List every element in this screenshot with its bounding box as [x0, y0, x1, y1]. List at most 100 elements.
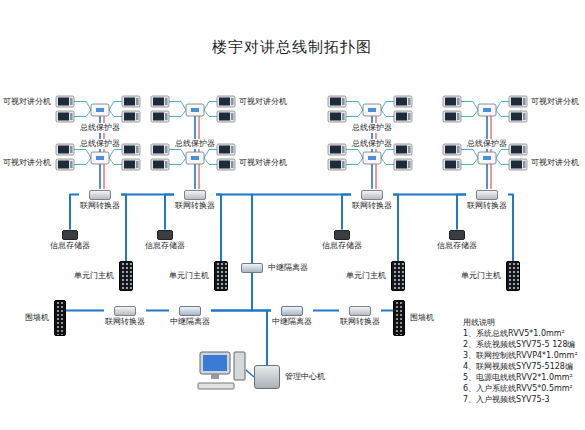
- device-label: 可视对讲分机: [238, 158, 288, 168]
- video-line: [491, 110, 492, 189]
- monitor-keys: [342, 113, 345, 120]
- monitor-frame: [56, 144, 74, 155]
- monitor-keys: [457, 146, 460, 153]
- protector-led: [368, 156, 376, 160]
- protector-led: [368, 108, 376, 112]
- pc-monitor: [200, 352, 230, 374]
- bus-protector: [91, 152, 109, 164]
- pc-wire: [246, 370, 254, 377]
- monitor-frame: [394, 144, 412, 155]
- monitor-screen: [511, 146, 522, 154]
- device-label: 信息存储器: [144, 241, 186, 251]
- monitor-wire: [496, 150, 509, 159]
- info-storage: 信息存储器: [144, 230, 186, 251]
- monitor-screen: [219, 146, 230, 154]
- monitor-wire: [346, 110, 363, 117]
- monitor-frame: [217, 96, 235, 107]
- monitor-frame: [509, 96, 527, 107]
- device-label: 中继隔离器: [271, 317, 313, 327]
- device-label: 单元门主机: [460, 271, 502, 281]
- monitor-wire: [204, 158, 217, 165]
- network-converter: 联网转换器: [339, 306, 381, 327]
- bus-protector: [478, 152, 496, 164]
- monitor-wire: [381, 158, 394, 165]
- video-line: [199, 110, 200, 189]
- monitor-screen: [396, 146, 407, 154]
- monitor-frame: [328, 144, 346, 155]
- cable-connector: [121, 195, 126, 262]
- protector-led: [96, 156, 104, 160]
- monitor-keys: [408, 146, 411, 153]
- monitor-screen: [219, 98, 230, 106]
- monitor-screen: [511, 113, 522, 121]
- unit-door-station-icon: [119, 261, 133, 291]
- protector-led: [483, 108, 491, 112]
- bus-line: [371, 110, 373, 189]
- monitor-frame: [151, 144, 169, 155]
- monitor-screen: [124, 146, 135, 154]
- monitor-frame: [151, 96, 169, 107]
- cable-connector: [393, 195, 398, 262]
- monitor-frame: [394, 159, 412, 170]
- pc-screen: [203, 355, 227, 371]
- monitor-keys: [165, 161, 168, 168]
- monitor-frame: [56, 96, 74, 107]
- device-label: 围墙机: [409, 313, 435, 323]
- monitor-screen: [445, 98, 456, 106]
- unit-door-station: 单元门主机: [345, 261, 405, 291]
- monitor-wire: [169, 158, 186, 165]
- monitor-frame: [443, 111, 461, 122]
- cable-connector: [342, 195, 351, 230]
- diagram-title: 楼宇对讲总线制拓扑图: [212, 38, 372, 56]
- monitor-keys: [165, 98, 168, 105]
- bus-protector: [186, 152, 204, 164]
- monitor-wire: [461, 102, 478, 111]
- monitor-screen: [58, 98, 69, 106]
- monitor-keys: [457, 161, 460, 168]
- monitor-keys: [523, 146, 526, 153]
- device-label: 联网转换器: [104, 317, 146, 327]
- monitor-screen: [396, 113, 407, 121]
- device-label: 联网转换器: [339, 317, 381, 327]
- unit-door-station-icon: [214, 261, 228, 291]
- monitor-frame: [56, 159, 74, 170]
- device-label: 总线保护器: [351, 123, 393, 133]
- monitor-keys: [457, 113, 460, 120]
- monitor-screen: [219, 161, 230, 169]
- wire-note: 5、电源电线线RVV2*1.0mm²: [462, 373, 574, 383]
- wire-note: 7、入户视频线SYV75-3: [462, 395, 551, 405]
- monitor-screen: [396, 98, 407, 106]
- wall-station-icon: [54, 300, 66, 336]
- video-line: [104, 110, 105, 189]
- info-storage-icon: [449, 230, 465, 240]
- wire-note: 6、入户系统线RVV5*0.5mm²: [462, 384, 574, 394]
- monitor-wire: [74, 102, 91, 111]
- monitor-keys: [523, 98, 526, 105]
- device-label: 中继隔离器: [169, 317, 211, 327]
- network-converter: 联网转换器: [351, 190, 393, 211]
- cable-connector: [508, 195, 513, 262]
- monitor-screen: [330, 146, 341, 154]
- network-converter-icon: [476, 190, 498, 200]
- monitor-screen: [445, 146, 456, 154]
- monitor-wire: [381, 102, 394, 111]
- pc-keyboard: [198, 383, 234, 389]
- bus-protector: [91, 104, 109, 116]
- monitor-wire: [346, 158, 363, 165]
- relay-isolator: 中继隔离器: [241, 263, 309, 273]
- monitor-frame: [443, 96, 461, 107]
- monitor-screen: [330, 98, 341, 106]
- bus-protector: [363, 104, 381, 116]
- device-label: 可视对讲分机: [2, 97, 52, 107]
- cable-connector: [66, 310, 104, 312]
- network-converter: 联网转换器: [466, 190, 508, 211]
- cable-connector: [216, 195, 252, 264]
- monitor-wire: [109, 102, 122, 111]
- info-storage-icon: [157, 230, 173, 240]
- device-label: 单元门主机: [345, 271, 387, 281]
- monitor-frame: [328, 159, 346, 170]
- monitor-keys: [70, 113, 73, 120]
- monitor-screen: [153, 146, 164, 154]
- relay-isolator-icon: [179, 306, 201, 316]
